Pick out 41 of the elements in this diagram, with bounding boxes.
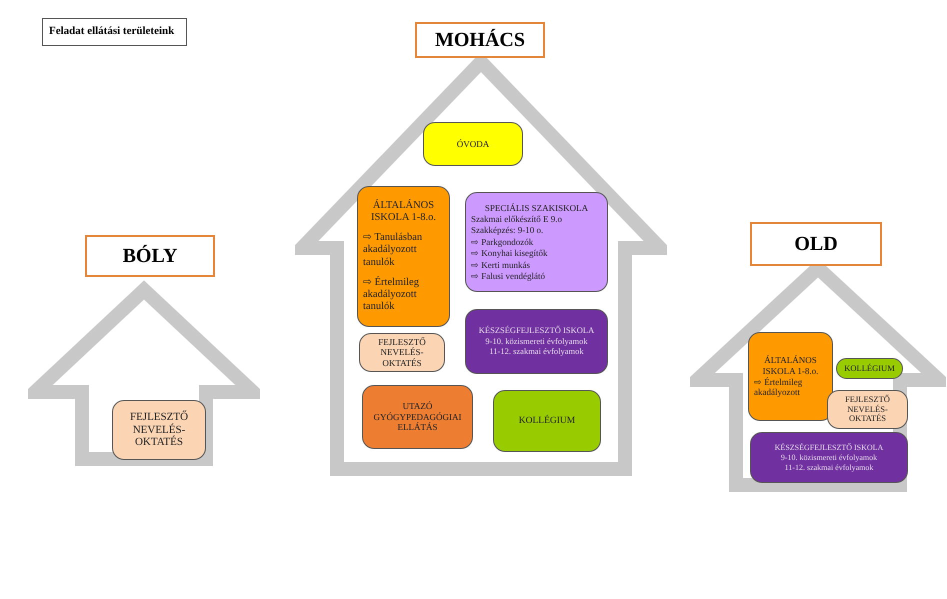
box-label: UTAZÓ GYÓGYPEDAGÓGIAI ELLÁTÁS [372,401,462,433]
program-box [493,390,601,452]
program-box [465,192,608,292]
box-heading: ÁLTALÁNOS ISKOLA 1-8.o. [370,200,438,224]
box-label: KOLLÉGIUM [518,416,576,426]
program-box [112,400,206,460]
box-label: KOLLÉGIUM [843,364,896,374]
program-box [465,309,608,374]
program-box [359,333,445,372]
box-text: 11-12. szakmai évfolyamok [488,347,585,358]
box-text: Szakképzés: 9-10 o. [471,225,544,236]
program-box [362,385,473,449]
house-name-label: MOHÁCS [415,22,545,58]
box-text: ⇨ Kerti munkás [471,260,531,270]
box-text: ⇨ Tanulásban akadályozott tanulók [363,232,424,269]
box-text: 9-10. közismereti évfolyamok [780,452,878,462]
box-text: ⇨ Parkgondozók [471,236,534,248]
house-name-label: BÓLY [85,235,215,277]
program-box [357,186,450,327]
house-name-label: OLD [750,222,882,266]
box-text: 9-10. közismereti évfolyamok [484,336,589,346]
program-box [750,432,908,483]
box-heading: KÉSZSÉGFEJLESZTŐ ISKOLA [478,326,596,336]
box-text: 11-12. szakmai évfolyamok [784,463,874,472]
box-label: ÓVODA [456,138,490,150]
box-text: Szakmai előkészítő E 9.o [471,214,563,224]
box-label: FEJLESZTŐ NEVELÉS-OKTATÉS [844,394,891,424]
box-label: FEJLESZTŐ NEVELÉS-OKTATÉS [128,411,190,449]
box-label: FEJLESZTŐ NEVELÉS-OKTATÉS [377,336,427,368]
program-box [423,122,523,166]
box-heading: KÉSZSÉGFEJLESZTŐ ISKOLA [774,442,884,452]
box-text: ⇨ Konyhai kisegítők [471,248,548,259]
program-box [748,332,833,421]
title-box: Feladat ellátási területeink [42,18,187,46]
box-heading: SPECIÁLIS SZAKISKOLA [484,202,590,214]
box-text: ⇨ Falusi vendéglátó [471,270,546,282]
box-text: ⇨ Értelmileg akadályozott tanulók [363,276,420,313]
box-heading: ÁLTALÁNOS ISKOLA 1-8.o. [762,355,820,376]
box-text: ⇨ Értelmileg akadályozott [754,377,804,398]
program-box [836,358,903,379]
program-box [827,390,908,429]
